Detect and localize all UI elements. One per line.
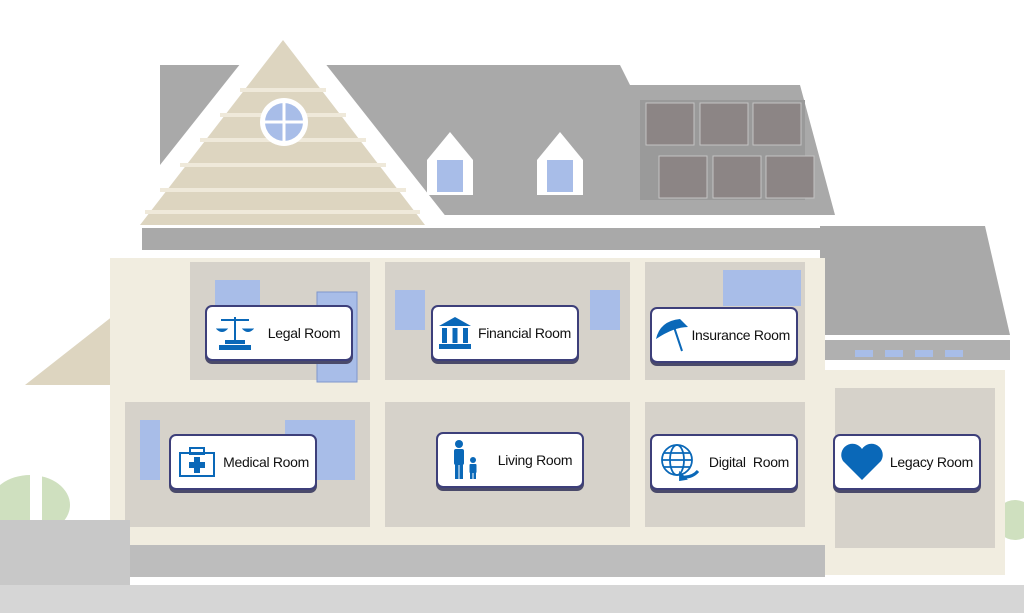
medical-kit-icon xyxy=(171,446,223,478)
insurance-room-button[interactable]: Insurance Room xyxy=(650,307,798,363)
medical-room-button[interactable]: Medical Room xyxy=(169,434,317,490)
globe-icon xyxy=(652,443,708,481)
room-label: Medical Room xyxy=(223,454,309,470)
room-label: Insurance Room xyxy=(691,327,790,343)
legacy-room-button[interactable]: Legacy Room xyxy=(833,434,981,490)
room-label: Living Room xyxy=(497,452,573,468)
room-label: Legacy Room xyxy=(889,454,973,470)
umbrella-icon xyxy=(652,317,691,353)
financial-room-button[interactable]: Financial Room xyxy=(431,305,579,361)
legal-room-button[interactable]: Legal Room xyxy=(205,305,353,361)
room-label: Financial Room xyxy=(477,325,571,341)
parent-child-icon xyxy=(438,440,494,480)
bank-icon xyxy=(433,316,478,350)
heart-icon xyxy=(835,443,890,481)
living-room-button[interactable]: Living Room xyxy=(436,432,584,488)
room-label: Legal Room xyxy=(267,325,341,341)
scales-icon xyxy=(207,315,263,351)
digital-room-button[interactable]: Digital Room xyxy=(650,434,798,490)
room-label: Digital Room xyxy=(708,454,790,470)
